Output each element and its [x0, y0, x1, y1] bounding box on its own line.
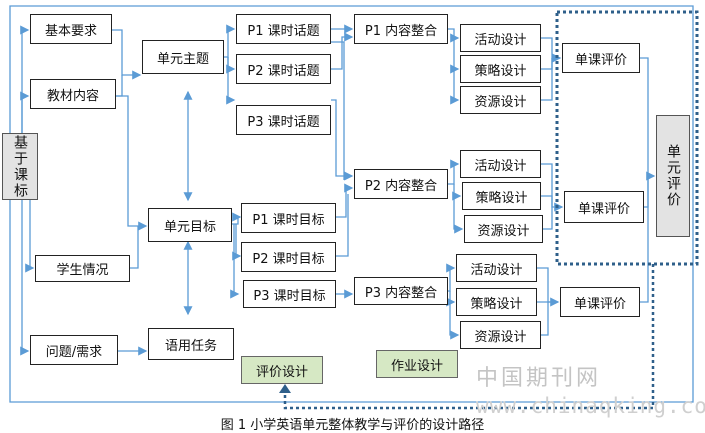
problem-needs-label: 问题/需求 [45, 344, 103, 360]
watermark-title: 中国期刊网 [476, 366, 602, 391]
language-task-label: 语用任务 [164, 338, 217, 354]
lesson-evaluation-label: 单课评价 [574, 52, 627, 68]
unit-goal-box: 单元目标 [148, 208, 232, 242]
p2-topic-label: P2 课时话题 [247, 63, 320, 79]
lesson-evaluation-box-1: 单课评价 [562, 43, 640, 73]
p1-goal-label: P1 课时目标 [252, 212, 325, 228]
watermark-url: www.chinaqking.com [476, 394, 705, 418]
strategy-design-box-1: 策略设计 [460, 55, 541, 83]
strategy-design-box-2: 策略设计 [462, 182, 541, 210]
basic-requirements-box: 基本要求 [30, 14, 112, 44]
p1-goal-box: P1 课时目标 [241, 203, 336, 233]
activity-design-box-2: 活动设计 [460, 150, 541, 178]
evaluation-design-box: 评价设计 [241, 356, 323, 384]
language-task-box: 语用任务 [148, 328, 234, 360]
evaluation-design-label: 评价设计 [255, 364, 308, 380]
resource-design-label: 资源设计 [477, 223, 530, 239]
strategy-design-label: 策略设计 [475, 190, 528, 206]
strategy-design-box-3: 策略设计 [456, 288, 537, 316]
strategy-design-label: 策略设计 [470, 296, 523, 312]
p1-topic-box: P1 课时话题 [236, 14, 331, 44]
strategy-design-label: 策略设计 [474, 63, 527, 79]
unit-evaluation-label: 单元评价 [665, 144, 681, 208]
p3-goal-box: P3 课时目标 [243, 280, 336, 308]
resource-design-box-2: 资源设计 [464, 215, 543, 243]
p1-topic-label: P1 课时话题 [247, 23, 320, 39]
lesson-evaluation-label: 单课评价 [573, 296, 626, 312]
p2-topic-box: P2 课时话题 [236, 54, 331, 84]
textbook-content-box: 教材内容 [30, 79, 116, 109]
p3-topic-label: P3 课时话题 [247, 114, 320, 130]
p2-goal-box: P2 课时目标 [241, 242, 336, 272]
activity-design-label: 活动设计 [474, 32, 527, 48]
homework-design-box: 作业设计 [376, 350, 458, 378]
homework-design-label: 作业设计 [390, 358, 443, 374]
p3-topic-box: P3 课时话题 [236, 105, 331, 135]
activity-design-box-3: 活动设计 [456, 254, 537, 282]
student-situation-box: 学生情况 [35, 255, 130, 282]
p2-integration-label: P2 内容整合 [364, 178, 438, 194]
unit-theme-box: 单元主题 [142, 40, 224, 74]
p1-integration-box: P1 内容整合 [354, 14, 448, 44]
figure-caption: 图 1 小学英语单元整体教学与评价的设计路径 [220, 418, 485, 433]
unit-goal-label: 单元目标 [163, 219, 216, 235]
p3-integration-label: P3 内容整合 [364, 285, 438, 301]
basic-requirements-label: 基本要求 [44, 23, 97, 39]
problem-needs-box: 问题/需求 [30, 335, 118, 365]
student-situation-label: 学生情况 [56, 263, 109, 278]
lesson-evaluation-box-2: 单课评价 [564, 191, 644, 223]
resource-design-box-3: 资源设计 [460, 321, 541, 349]
unit-evaluation-box: 单元评价 [656, 115, 690, 237]
lesson-evaluation-label: 单课评价 [577, 201, 630, 217]
activity-design-label: 活动设计 [474, 158, 527, 174]
resource-design-label: 资源设计 [474, 94, 527, 110]
p2-integration-box: P2 内容整合 [354, 169, 448, 199]
p1-integration-label: P1 内容整合 [364, 23, 438, 39]
resource-design-box-1: 资源设计 [460, 86, 541, 114]
curriculum-standard-label: 基于课标 [12, 134, 28, 199]
activity-design-box-1: 活动设计 [460, 24, 541, 52]
lesson-evaluation-box-3: 单课评价 [560, 287, 640, 317]
curriculum-standard-box: 基于课标 [2, 133, 38, 200]
p3-goal-label: P3 课时目标 [253, 288, 326, 304]
activity-design-label: 活动设计 [470, 262, 523, 278]
p3-integration-box: P3 内容整合 [354, 277, 448, 305]
p2-goal-label: P2 课时目标 [252, 251, 325, 267]
resource-design-label: 资源设计 [474, 329, 527, 345]
textbook-content-label: 教材内容 [46, 88, 99, 104]
unit-theme-label: 单元主题 [156, 51, 209, 67]
